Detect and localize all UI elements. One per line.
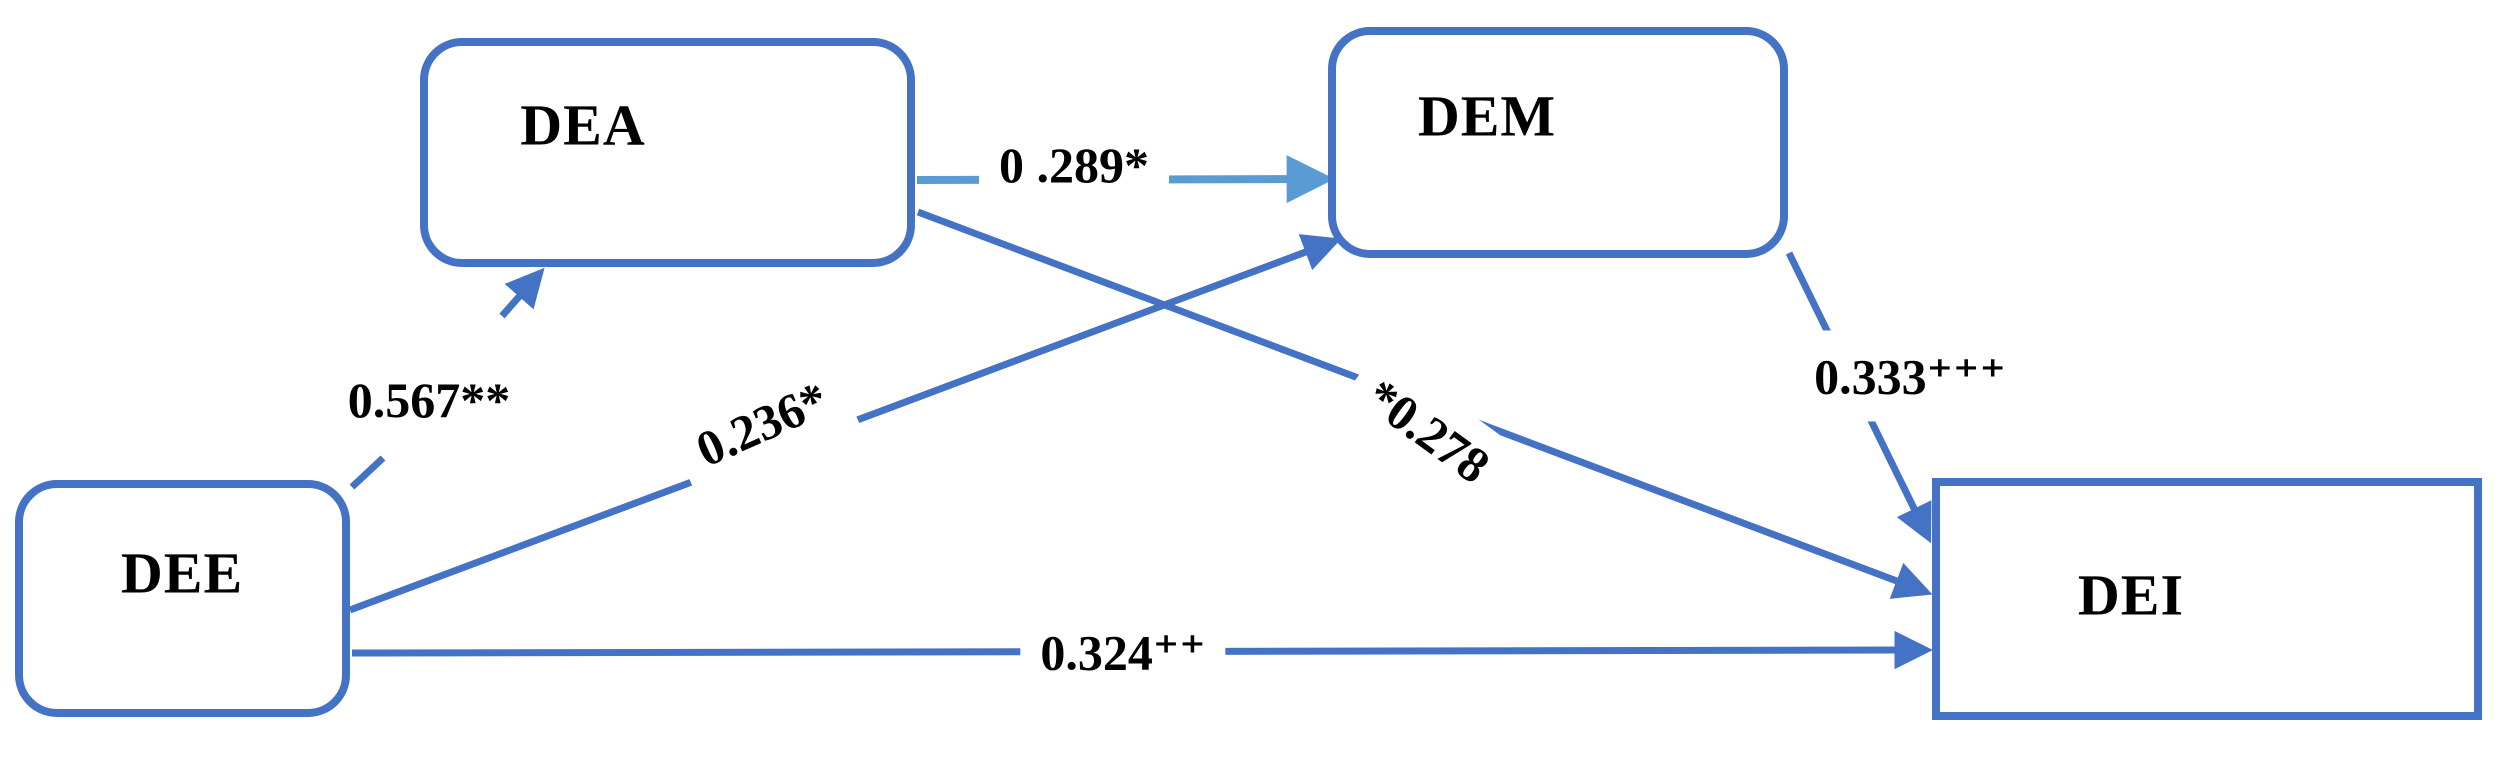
arrow-dee-dea-segment-1: [349, 455, 386, 490]
edge-label-dea-dem: 0 .289*: [979, 126, 1169, 204]
edge-label-dem-dei: 0.333⁺⁺⁺: [1794, 330, 2026, 422]
edge-label-dee-dei: 0.324⁺⁺: [1020, 612, 1226, 692]
node-dem: DEM: [1328, 27, 1788, 258]
edge-label-dee-dea: 0.567**: [327, 361, 531, 439]
node-dea-label: DEA: [520, 92, 646, 158]
arrow-dee-dea-segment-2: [499, 267, 545, 319]
node-dea: DEA: [420, 38, 915, 267]
node-dei-label: DEI: [2077, 562, 2185, 628]
node-dei: DEI: [1932, 478, 2482, 720]
node-dee-label: DEE: [120, 540, 244, 606]
node-dem-label: DEM: [1417, 83, 1557, 149]
node-dee: DEE: [15, 480, 350, 717]
